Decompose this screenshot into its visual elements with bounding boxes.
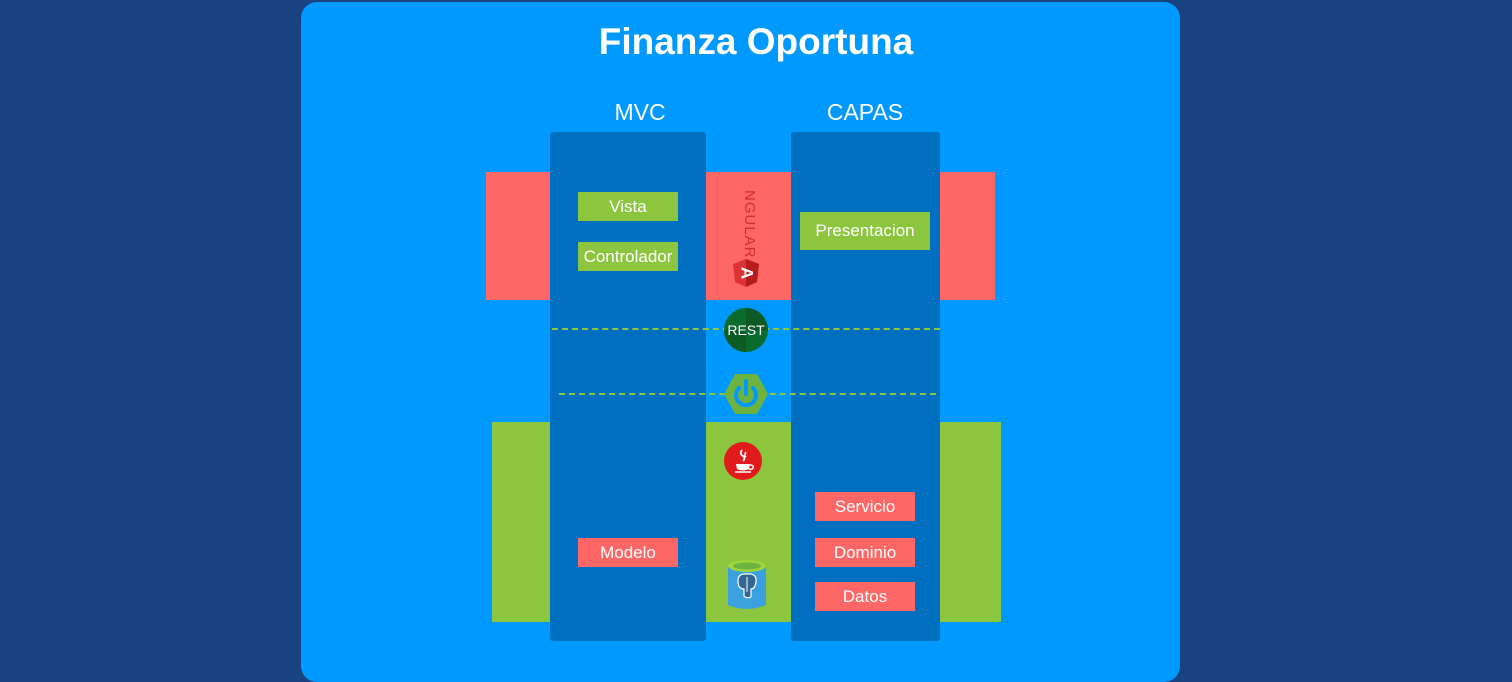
servicio-box: Servicio xyxy=(815,492,915,521)
spring-boot-icon xyxy=(723,371,769,417)
presentacion-box: Presentacion xyxy=(800,212,930,250)
mvc-header: MVC xyxy=(614,99,666,125)
angular-wordmark: NGULAR xyxy=(741,190,758,259)
modelo-box: Modelo xyxy=(578,538,678,567)
java-icon xyxy=(723,441,763,481)
capas-header: CAPAS xyxy=(826,99,904,125)
rest-icon: REST xyxy=(723,307,769,353)
vista-box: Vista xyxy=(578,192,678,221)
datos-box: Datos xyxy=(815,582,915,611)
angular-shield-icon: A xyxy=(732,258,760,288)
dominio-box: Dominio xyxy=(815,538,915,567)
diagram-title: Finanza Oportuna xyxy=(598,21,914,62)
angular-icon: NGULAR xyxy=(730,186,760,286)
postgresql-database-icon xyxy=(726,559,768,613)
rest-label: REST xyxy=(727,322,765,338)
angular-letter: A xyxy=(738,267,757,279)
controlador-box: Controlador xyxy=(578,242,678,271)
